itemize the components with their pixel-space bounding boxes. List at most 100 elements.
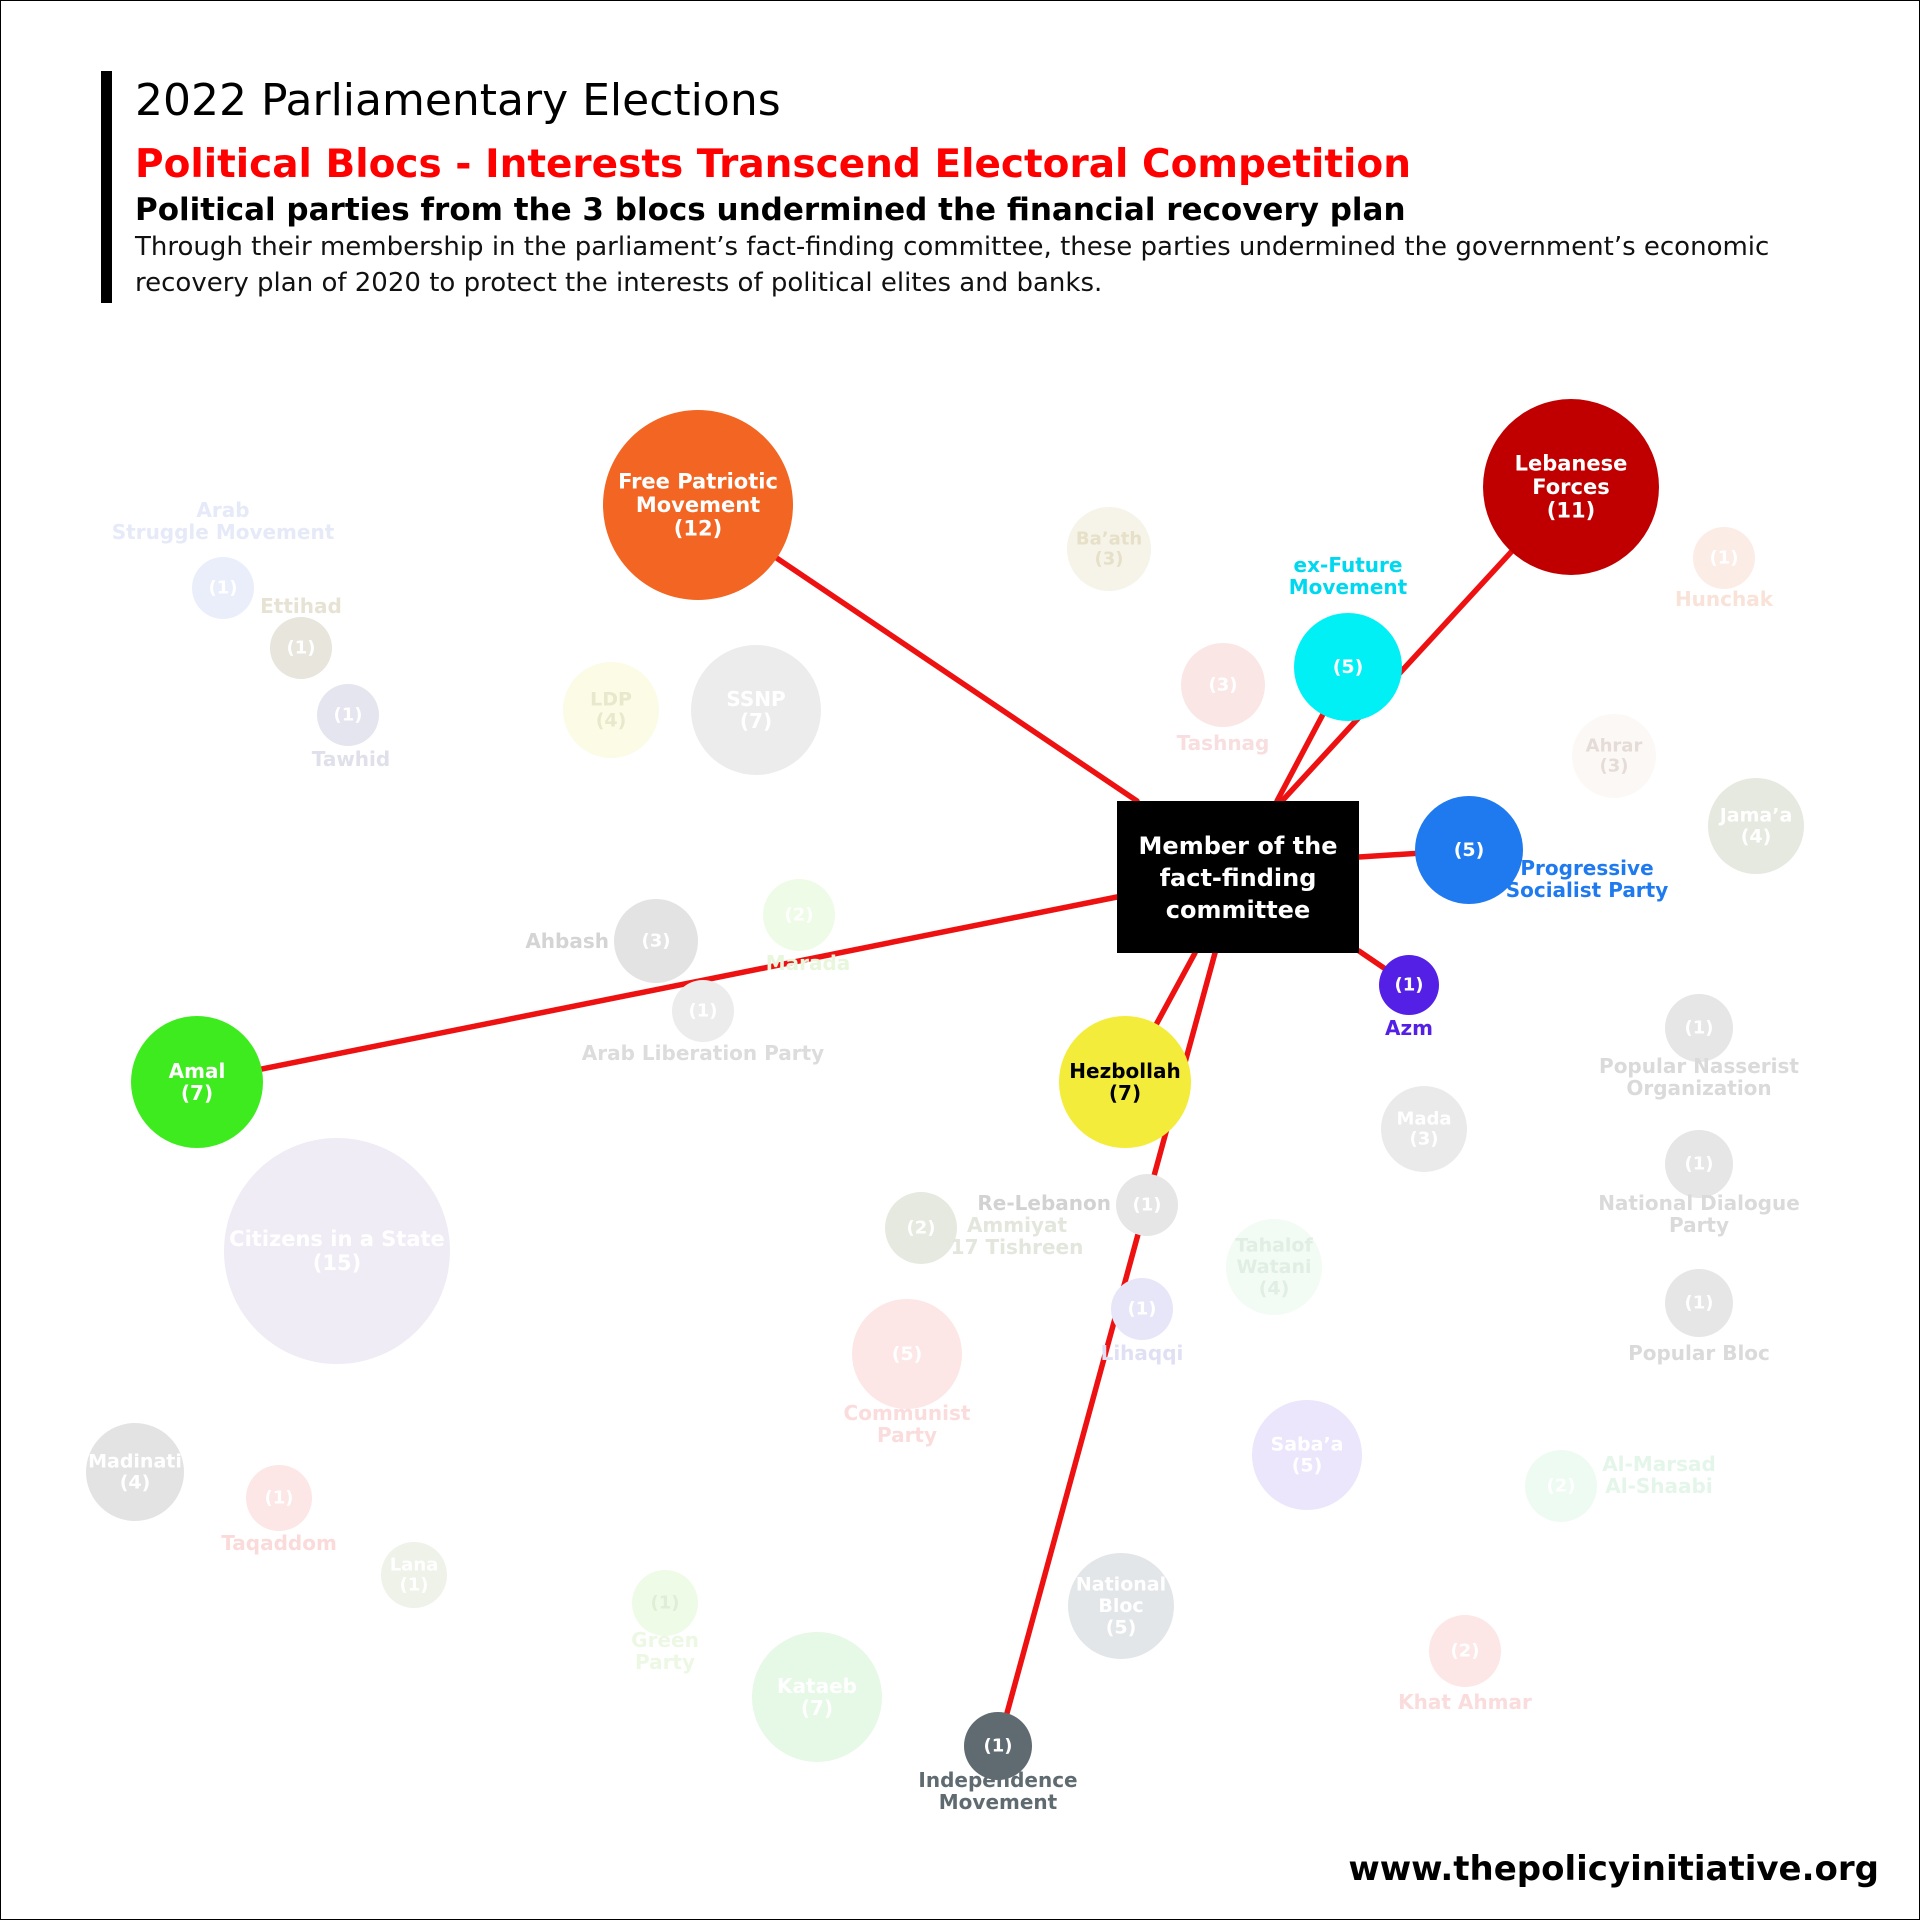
party-outer-label: Ahbash — [525, 929, 609, 953]
party-node-jamaa: Jama’a(4) — [1708, 778, 1804, 874]
party-node-tashnag: (3)Tashnag — [1177, 643, 1269, 755]
party-inner-label: (1) — [400, 1575, 429, 1596]
party-node-khat-ahmar: (2) Khat Ahmar — [1398, 1615, 1532, 1714]
committee-label: committee — [1166, 896, 1310, 924]
party-inner-label: Ahrar — [1586, 735, 1643, 756]
party-outer-label: Struggle Movement — [112, 520, 335, 544]
party-outer-label: Socialist Party — [1506, 878, 1669, 902]
party-node-citizens: Citizens in a State(15) — [224, 1138, 450, 1364]
party-outer-label: Khat Ahmar — [1398, 1690, 1532, 1714]
party-inner-label: Ba’ath — [1076, 528, 1142, 549]
party-bubble-lf — [1483, 399, 1659, 575]
committee-label: fact-finding — [1160, 864, 1317, 892]
party-node-mada: Mada(3) — [1381, 1086, 1467, 1172]
party-node-amal: Amal(7) — [131, 1016, 263, 1148]
party-node-baath: Ba’ath(3) — [1067, 507, 1151, 591]
party-inner-label: Bloc — [1098, 1595, 1143, 1617]
party-inner-label: (7) — [181, 1081, 213, 1105]
party-inner-label: (2) — [1547, 1476, 1576, 1497]
party-bubble-jamaa — [1708, 778, 1804, 874]
website-url: www.thepolicyinitiative.org — [1348, 1849, 1879, 1889]
party-outer-label: Popular Nasserist — [1599, 1054, 1799, 1078]
party-inner-label: (5) — [1106, 1616, 1137, 1638]
party-inner-label: Kataeb — [777, 1674, 857, 1698]
party-bubble-re-lebanon — [1116, 1174, 1178, 1236]
party-inner-label: (1) — [1685, 1018, 1714, 1039]
party-inner-label: (1) — [1710, 548, 1739, 569]
party-node-lihaqqi: (1)Lihaqqi — [1101, 1278, 1183, 1365]
party-outer-label: Marada — [766, 951, 851, 975]
party-bubble-national-bloc — [1068, 1553, 1174, 1659]
party-node-azm: (1)Azm — [1379, 955, 1439, 1040]
party-bubble-al-marsad — [1525, 1450, 1597, 1522]
party-inner-label: (2) — [785, 905, 814, 926]
party-outer-label: 17 Tishreen — [951, 1235, 1084, 1259]
party-bubble-ex-future — [1294, 613, 1402, 721]
party-bubble-citizens — [224, 1138, 450, 1364]
party-node-re-lebanon: (1)Re-Lebanon — [977, 1174, 1178, 1236]
kicker-text: 2022 Parliamentary Elections — [135, 75, 781, 126]
party-inner-label: (3) — [1600, 756, 1629, 777]
party-bubble-amal — [131, 1016, 263, 1148]
party-inner-label: (4) — [1741, 826, 1772, 848]
party-bubble-taqaddom — [246, 1465, 312, 1531]
party-inner-label: (11) — [1547, 499, 1595, 523]
description-text: Through their membership in the parliame… — [135, 232, 1770, 298]
party-bubble-independence — [964, 1712, 1032, 1780]
party-inner-label: SSNP — [726, 687, 785, 711]
party-bubble-arab-struggle — [192, 557, 254, 619]
party-bubble-national-dialogue — [1665, 1130, 1733, 1198]
party-outer-label: Ettihad — [260, 594, 342, 618]
party-node-marada: (2) Marada — [763, 879, 850, 975]
party-inner-label: (1) — [1685, 1293, 1714, 1314]
party-outer-label: Hunchak — [1675, 587, 1774, 611]
party-inner-label: (4) — [1259, 1277, 1290, 1299]
party-node-madinati: Madinati(4) — [86, 1423, 184, 1521]
party-inner-label: (3) — [1095, 549, 1124, 570]
party-node-kataeb: Kataeb(7) — [752, 1632, 882, 1762]
party-node-popular-bloc: (1)Popular Bloc — [1628, 1269, 1770, 1365]
party-bubble-tashnag — [1181, 643, 1265, 727]
header: 2022 Parliamentary Elections Political B… — [101, 71, 1861, 303]
party-bubble-arab-liberation — [672, 980, 734, 1042]
party-node-ssnp: SSNP(7) — [691, 645, 821, 775]
party-inner-label: (1) — [1395, 975, 1424, 996]
party-outer-label: National Dialogue — [1598, 1191, 1800, 1215]
party-node-hezbollah: Hezbollah(7) — [1059, 1016, 1191, 1148]
party-outer-label: ex-Future — [1294, 553, 1403, 577]
party-outer-label: Party — [635, 1650, 695, 1674]
party-inner-label: (15) — [313, 1251, 361, 1275]
party-node-sabaa: Saba’a(5) — [1252, 1400, 1362, 1510]
party-node-lana: Lana(1) — [381, 1542, 447, 1608]
party-outer-label: Al-Shaabi — [1605, 1474, 1712, 1498]
party-inner-label: (1) — [209, 578, 238, 599]
party-bubble-ldp — [563, 662, 659, 758]
party-outer-label: Party — [877, 1423, 937, 1447]
party-inner-label: Lana — [390, 1554, 439, 1575]
party-outer-label: Party — [1669, 1213, 1729, 1237]
party-inner-label: (5) — [892, 1343, 923, 1365]
party-bubble-ahbash — [614, 899, 698, 983]
party-inner-label: (2) — [907, 1218, 936, 1239]
party-outer-label: Movement — [939, 1790, 1058, 1814]
party-inner-label: (1) — [689, 1001, 718, 1022]
party-inner-label: (1) — [334, 705, 363, 726]
party-outer-label: Re-Lebanon — [977, 1191, 1111, 1215]
party-inner-label: (1) — [1128, 1299, 1157, 1320]
party-inner-label: (1) — [984, 1736, 1013, 1757]
party-node-ahbash: (3)Ahbash — [525, 899, 698, 983]
party-node-arab-liberation: (1)Arab Liberation Party — [582, 980, 824, 1065]
party-inner-label: (2) — [1451, 1641, 1480, 1662]
party-bubble-tawhid — [317, 684, 379, 746]
